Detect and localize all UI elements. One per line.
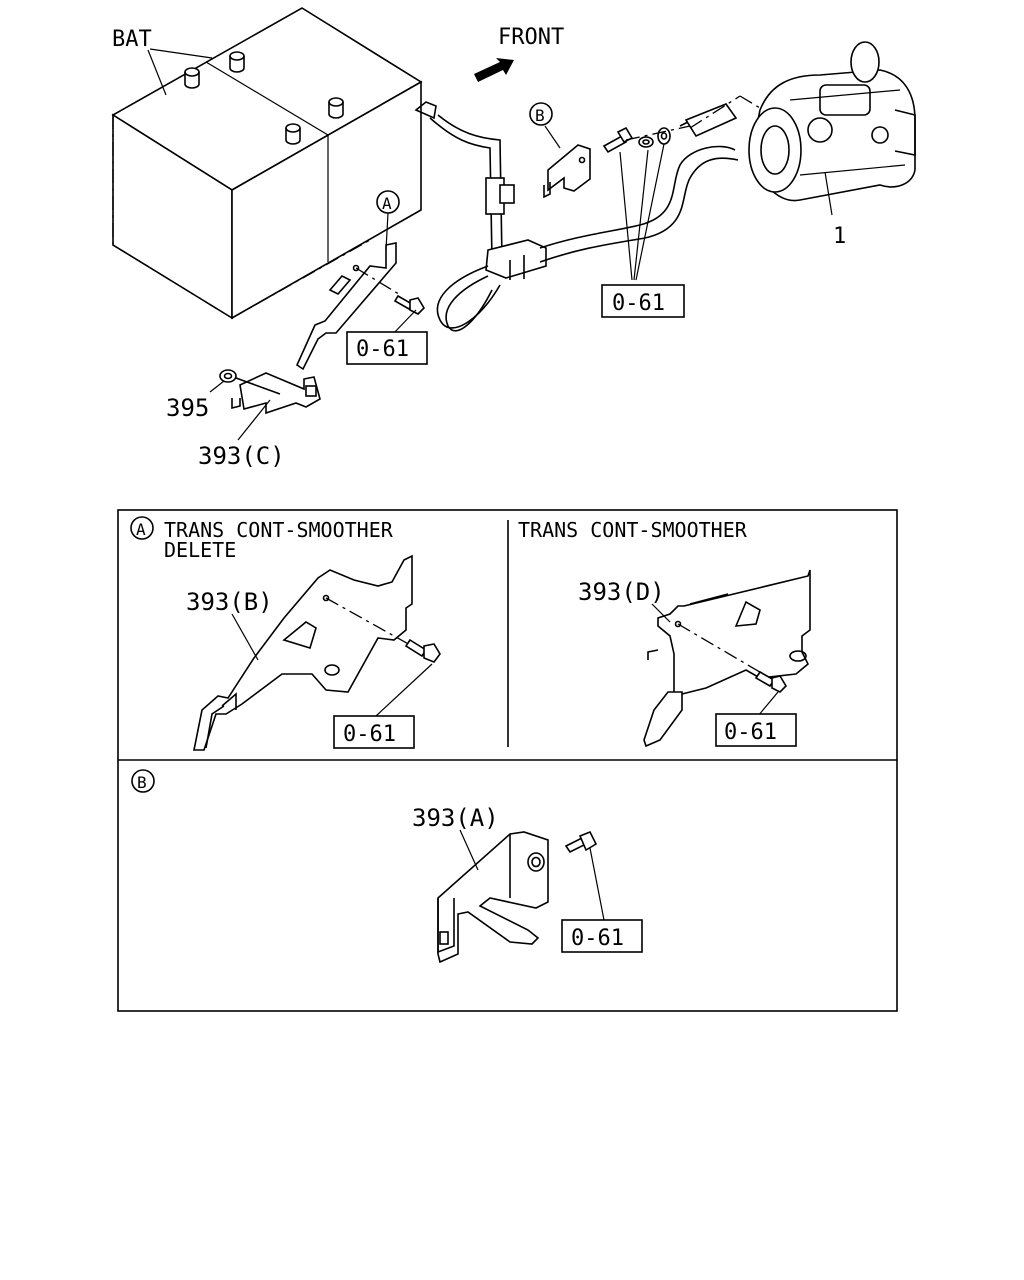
callout-393c: 393(C)	[198, 442, 285, 470]
circle-b-marker	[131, 769, 155, 793]
circle-b-marker	[529, 102, 553, 126]
ref-box-label: 0-61	[343, 722, 396, 747]
bracket-393d	[643, 569, 811, 748]
circle-b: B	[535, 106, 545, 125]
ref-box	[333, 715, 415, 749]
callout-1: 1	[833, 224, 846, 249]
bracket-c	[231, 372, 321, 415]
ref-box	[561, 919, 643, 953]
bracket-a	[295, 242, 397, 371]
starter-motor	[748, 41, 916, 202]
bracket-393a	[437, 831, 549, 964]
bat-label: BAT	[112, 27, 152, 52]
ref-box	[601, 284, 685, 318]
panel-a-right-title: TRANS CONT-SMOOTHER	[518, 518, 748, 542]
label-393a: 393(A)	[412, 804, 499, 832]
bolt	[602, 126, 634, 154]
bolt	[754, 670, 788, 693]
battery	[111, 7, 423, 320]
battery-cable	[414, 101, 739, 332]
ref-box-label: 0-61	[356, 337, 409, 362]
bracket-393b	[193, 554, 413, 751]
ref-box	[715, 713, 797, 747]
label-393b: 393(B)	[186, 588, 273, 616]
bracket-b	[543, 144, 591, 199]
ref-box-label: 0-61	[571, 926, 624, 951]
panel-a-left-title: TRANS CONT-SMOOTHER	[164, 518, 394, 542]
bolt	[564, 830, 598, 854]
nut	[219, 369, 237, 383]
ref-box	[346, 331, 428, 365]
panel-a-circle: A	[136, 520, 146, 539]
front-label: FRONT	[498, 25, 564, 50]
circle-a-marker	[130, 516, 154, 540]
front-arrow-icon	[474, 58, 514, 82]
panel-a-left-subtitle: DELETE	[164, 538, 236, 562]
battery-terminal	[184, 51, 344, 145]
panel-b-circle: B	[137, 773, 147, 792]
label-393d: 393(D)	[578, 578, 665, 606]
bolt	[393, 294, 426, 315]
bolt	[404, 638, 441, 663]
circle-a: A	[382, 194, 392, 213]
callout-395: 395	[166, 394, 209, 422]
ref-box-label: 0-61	[724, 720, 777, 745]
ref-box-label: 0-61	[612, 291, 665, 316]
